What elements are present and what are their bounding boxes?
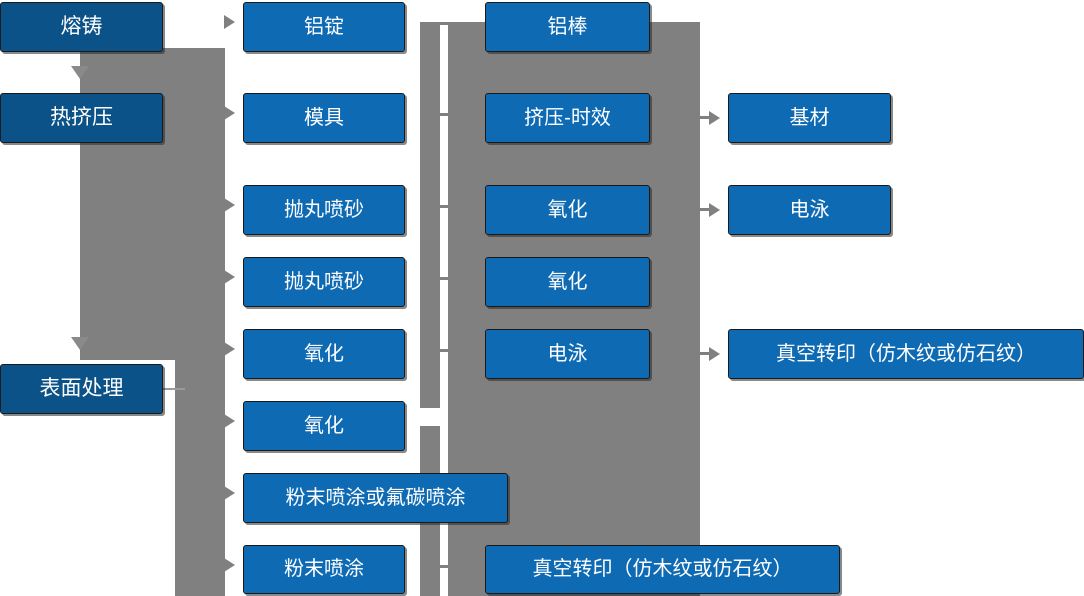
material-box-mold[interactable]: 模具 xyxy=(243,93,405,143)
stage-trunk-rail xyxy=(175,48,225,596)
output-box-vacuum-transfer-print[interactable]: 真空转印（仿木纹或仿石纹） xyxy=(728,329,1084,379)
output-box-substrate[interactable]: 基材 xyxy=(728,93,891,143)
cross-link-6 xyxy=(440,565,450,568)
arrow-to-material-6 xyxy=(224,414,235,428)
stage-label-melting: 熔铸 xyxy=(60,14,103,38)
stage-box-surface-treatment[interactable]: 表面处理 xyxy=(0,364,163,414)
arrow-to-material-3 xyxy=(224,198,235,212)
process-label-aluminum-rod: 铝棒 xyxy=(547,15,588,38)
arrow-to-output-2 xyxy=(709,203,720,217)
material-box-shot-blasting-1[interactable]: 抛丸喷砂 xyxy=(243,185,405,235)
arrow-to-output-1 xyxy=(709,111,720,125)
material-label-powder-or-fluorocarbon-coating: 粉末喷涂或氟碳喷涂 xyxy=(285,486,466,509)
arrow-to-material-2 xyxy=(224,106,235,120)
material-box-oxidation-2[interactable]: 氧化 xyxy=(243,401,405,451)
stage-down-arrow-2 xyxy=(71,337,89,350)
cross-link-3 xyxy=(440,205,450,208)
cross-link-2 xyxy=(440,113,450,116)
cross-link-1 xyxy=(440,22,450,25)
stage-down-arrow-1 xyxy=(71,66,89,79)
cross-link-4 xyxy=(440,277,450,280)
arrow-stem-output-3 xyxy=(700,352,710,355)
arrow-to-output-3 xyxy=(709,347,720,361)
material-label-oxidation-1: 氧化 xyxy=(304,342,344,365)
process-label-electrophoresis: 电泳 xyxy=(547,342,588,365)
output-label-vacuum-transfer-print: 真空转印（仿木纹或仿石纹） xyxy=(776,342,1036,365)
process-box-oxidation-1[interactable]: 氧化 xyxy=(485,185,650,235)
arrow-to-material-1 xyxy=(224,15,235,29)
material-label-powder-coating: 粉末喷涂 xyxy=(284,558,364,580)
process-label-oxidation-2: 氧化 xyxy=(547,270,588,293)
process-label-oxidation-1: 氧化 xyxy=(547,198,588,221)
process-box-electrophoresis[interactable]: 电泳 xyxy=(485,329,650,379)
output-box-electrophoresis[interactable]: 电泳 xyxy=(728,185,891,235)
mid-rail-left-gap xyxy=(420,408,440,426)
cross-link-5 xyxy=(440,349,450,352)
process-field-gap xyxy=(440,408,448,426)
arrow-stem-output-1 xyxy=(700,116,710,119)
material-box-oxidation-1[interactable]: 氧化 xyxy=(243,329,405,379)
process-box-oxidation-2[interactable]: 氧化 xyxy=(485,257,650,307)
arrow-to-material-8 xyxy=(224,558,235,572)
output-label-electrophoresis: 电泳 xyxy=(789,198,830,221)
process-label-vacuum-transfer-print: 真空转印（仿木纹或仿石纹） xyxy=(532,558,793,580)
material-label-shot-blasting-1: 抛丸喷砂 xyxy=(284,198,364,221)
material-box-shot-blasting-2[interactable]: 抛丸喷砂 xyxy=(243,257,405,307)
output-label-substrate: 基材 xyxy=(789,106,830,129)
process-label-extrusion-aging: 挤压-时效 xyxy=(524,106,611,129)
stage-box-hot-extrusion[interactable]: 热挤压 xyxy=(0,93,163,143)
material-label-shot-blasting-2: 抛丸喷砂 xyxy=(284,270,364,293)
stage-box-melting[interactable]: 熔铸 xyxy=(0,2,163,52)
material-label-mold: 模具 xyxy=(304,106,344,129)
stage-label-hot-extrusion: 热挤压 xyxy=(50,105,113,129)
process-box-aluminum-rod[interactable]: 铝棒 xyxy=(485,2,650,52)
material-label-aluminum-ingot: 铝锭 xyxy=(304,15,344,38)
arrow-to-material-4 xyxy=(224,270,235,284)
mid-rail-left xyxy=(420,22,440,596)
arrow-to-material-7 xyxy=(224,486,235,500)
surface-treatment-stub xyxy=(163,388,185,390)
material-label-oxidation-2: 氧化 xyxy=(304,414,344,437)
arrow-stem-output-2 xyxy=(700,208,710,211)
stage-label-surface-treatment: 表面处理 xyxy=(39,376,124,400)
material-box-powder-or-fluorocarbon-coating[interactable]: 粉末喷涂或氟碳喷涂 xyxy=(243,473,508,523)
process-box-vacuum-transfer-print[interactable]: 真空转印（仿木纹或仿石纹） xyxy=(485,545,840,594)
process-box-extrusion-aging[interactable]: 挤压-时效 xyxy=(485,93,650,143)
material-box-aluminum-ingot[interactable]: 铝锭 xyxy=(243,2,405,52)
material-box-powder-coating[interactable]: 粉末喷涂 xyxy=(243,545,405,594)
arrow-to-material-5 xyxy=(224,342,235,356)
